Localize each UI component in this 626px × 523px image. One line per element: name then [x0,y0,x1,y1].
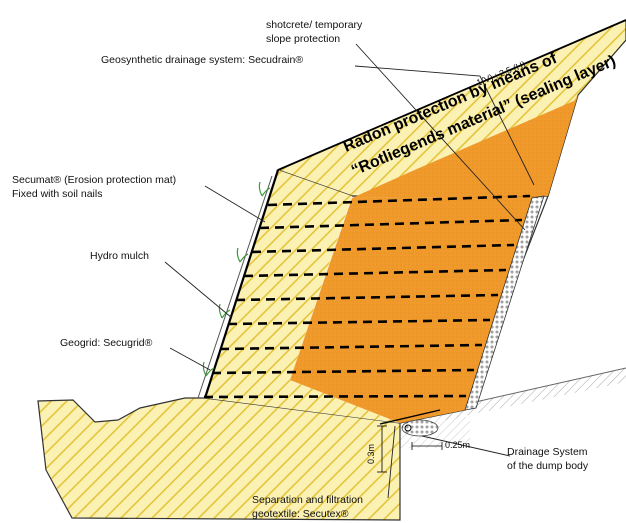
leader-hydro-mulch [164,261,233,319]
geogrid-layer [267,194,531,207]
label-secumat-2: Fixed with soil nails [12,188,102,200]
toe-drain-pipe [404,424,412,432]
label-secudrain: Geosynthetic drainage system: Secudrain® [101,54,303,66]
label-shotcrete-2: slope protection [266,33,340,45]
leader-secumat [204,185,266,223]
geogrid-layer [235,293,499,302]
geogrid-layer [227,318,491,326]
label-geogrid: Geogrid: Secugrid® [60,337,153,349]
label-secumat-1: Secumat® (Erosion protection mat) [12,174,176,186]
top-crest-line [277,19,626,171]
natural-ground-right [440,368,626,420]
label-shotcrete-1: shotcrete/ temporary [266,19,363,31]
label-separation-2: geotextile: Secutex® [252,508,349,520]
dump-body-upper [352,100,576,198]
label-dim-horizontal: 0.25m [445,440,470,450]
separation-geotextile-line [379,409,441,425]
label-drainage-1: Drainage System [507,446,588,458]
shotcrete-face-line [203,169,280,399]
geogrid-layer [203,394,467,399]
geogrid-layer [259,218,523,230]
leader-shotcrete [355,43,526,231]
leader-geogrid [169,347,211,371]
label-hydro-mulch: Hydro mulch [90,250,149,262]
geogrid-layer [211,368,475,375]
geogrid-layer [243,268,507,278]
dimension-vertical [377,425,387,473]
geogrid-layer [251,243,515,254]
leader-drainage-system [421,435,511,457]
label-dim-vertical: 0.3m [366,444,376,464]
leader-secudrain [354,65,535,186]
dimension-horizontal [411,442,443,450]
slope-face-fill [205,170,400,423]
leader-separation [387,425,396,499]
label-separation-1: Separation and filtration [252,494,363,506]
geogrid-layer [219,343,483,351]
toe-drain-gravel [401,419,439,437]
label-drainage-2: of the dump body [507,460,589,472]
secumat-line [197,175,273,399]
dump-body-core [290,95,578,423]
secudrain-strip [464,195,545,411]
